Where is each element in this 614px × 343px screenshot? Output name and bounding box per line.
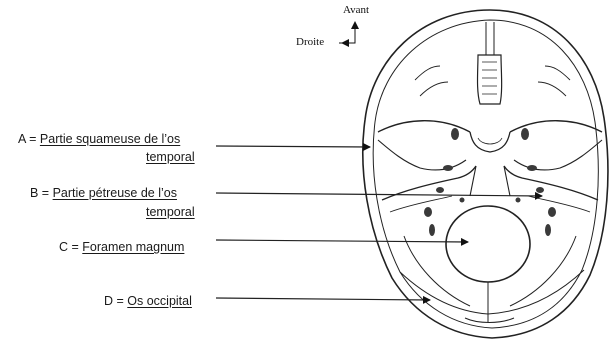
posterior-fossa-right xyxy=(510,236,576,306)
lesser-wings xyxy=(378,121,602,132)
posterior-fossa-left xyxy=(404,236,470,306)
clivus xyxy=(470,166,510,196)
leader-a xyxy=(216,146,370,147)
middle-fossa-right xyxy=(514,140,602,170)
leader-lines xyxy=(216,146,542,300)
leader-b xyxy=(216,193,542,196)
crista-galli xyxy=(486,22,494,55)
foramen-magnum-shape xyxy=(446,206,530,282)
sella-turcica xyxy=(470,132,510,152)
leader-d xyxy=(216,298,430,300)
orientation-arrows xyxy=(339,22,355,43)
leader-c xyxy=(216,240,468,242)
middle-fossa-left xyxy=(378,140,466,170)
outer-contour xyxy=(363,10,608,338)
orbital-plates xyxy=(415,66,570,96)
skull-outline xyxy=(363,10,608,338)
petrous-ridge-right xyxy=(504,166,598,200)
